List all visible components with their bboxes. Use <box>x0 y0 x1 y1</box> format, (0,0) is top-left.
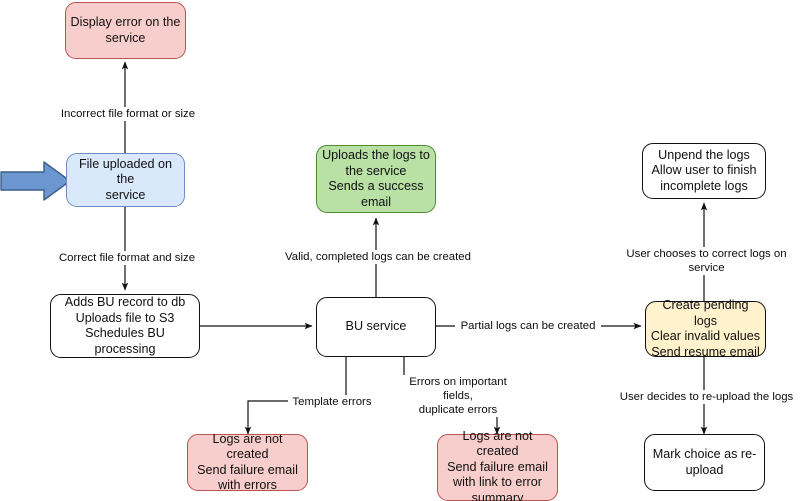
edge-label-partial-logs: Partial logs can be created <box>455 319 601 333</box>
entry-arrow-icon <box>0 161 71 201</box>
edge-label-incorrect-format: Incorrect file format or size <box>54 107 202 121</box>
edge-label-correct-format: Correct file format and size <box>54 251 200 265</box>
node-create-pending-logs[interactable]: Create pending logs Clear invalid values… <box>645 298 766 359</box>
edge-label-user-reuploads-logs: User decides to re-upload the logs <box>617 390 796 404</box>
node-uploads-logs-success[interactable]: Uploads the logs to the service Sends a … <box>316 145 436 213</box>
node-bu-service[interactable]: BU service <box>316 297 436 357</box>
edge-label-important-field-errors: Errors on important fields, duplicate er… <box>392 375 524 417</box>
edge-label-valid-logs: Valid, completed logs can be created <box>281 250 475 264</box>
node-display-error[interactable]: Display error on the service <box>65 2 186 59</box>
node-adds-bu-record[interactable]: Adds BU record to db Uploads file to S3 … <box>50 294 200 358</box>
edge-label-user-corrects-logs: User chooses to correct logs on service <box>608 247 801 275</box>
node-logs-not-created-with-errors[interactable]: Logs are not created Send failure email … <box>187 432 308 492</box>
node-unpend-logs[interactable]: Unpend the logs Allow user to finish inc… <box>642 143 766 199</box>
node-mark-choice-reupload[interactable]: Mark choice as re- upload <box>644 434 765 491</box>
edge-label-template-errors: Template errors <box>288 395 376 409</box>
node-logs-not-created-error-summary[interactable]: Logs are not created Send failure email … <box>437 429 558 501</box>
node-file-uploaded-on-service[interactable]: File uploaded on the service <box>66 153 185 207</box>
